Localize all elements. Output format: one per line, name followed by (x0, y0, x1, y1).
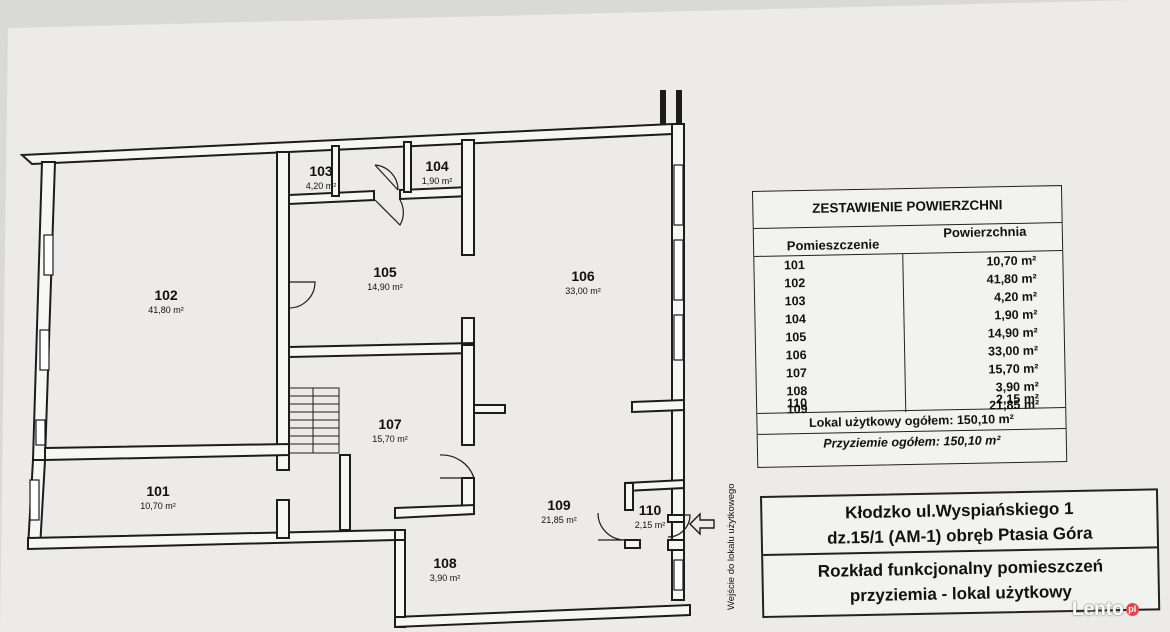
room-103-label: 103 4,20 m² (296, 163, 346, 191)
watermark-suffix: pl (1125, 603, 1139, 617)
room-number: 108 (433, 555, 457, 571)
table-title: ZESTAWIENIE POWIERZCHNI (753, 186, 1062, 229)
room-number: 104 (425, 158, 449, 174)
room-105-label: 105 14,90 m² (355, 264, 415, 292)
row-room: 110 (786, 395, 808, 411)
watermark-text: Lento (1072, 599, 1124, 620)
windows (29, 164, 684, 591)
row-room: 102 (784, 275, 806, 291)
entrance-label: Wejście do lokalu użytkowego (726, 483, 737, 610)
room-104-label: 104 1,90 m² (411, 158, 463, 186)
room-number: 107 (378, 416, 402, 432)
room-number: 102 (154, 287, 178, 303)
wall-stub (660, 90, 666, 124)
staircase (288, 387, 340, 454)
room-area: 10,70 m² (140, 501, 176, 511)
room-107-label: 107 15,70 m² (360, 416, 420, 444)
room-110-label: 110 2,15 m² (624, 502, 676, 530)
room-area: 41,80 m² (148, 305, 184, 315)
room-area: 1,90 m² (421, 176, 453, 186)
door-swings (288, 164, 691, 541)
row-room: 105 (785, 329, 807, 345)
walls (19, 122, 691, 629)
room-number: 110 (638, 502, 662, 518)
room-area: 2,15 m² (634, 520, 666, 530)
room-number: 101 (146, 483, 170, 499)
row-room: 103 (784, 293, 806, 309)
column-header-room: Pomieszczenie (786, 236, 880, 254)
entrance-arrow-icon (689, 512, 715, 536)
room-area: 21,85 m² (541, 515, 577, 525)
ground-floor-total: Przyziemie ogółem: 150,10 m² (757, 428, 1067, 455)
room-area: 3,90 m² (429, 573, 461, 583)
area-summary-table: ZESTAWIENIE POWIERZCHNI Pomieszczenie Po… (752, 185, 1068, 468)
room-area: 14,90 m² (367, 282, 403, 292)
row-room: 101 (783, 258, 805, 273)
row-room: 107 (785, 365, 808, 381)
room-101-label: 101 10,70 m² (130, 483, 186, 511)
row-room: 104 (784, 311, 807, 327)
row-room: 106 (785, 347, 807, 363)
wall-stub (676, 90, 682, 124)
room-108-label: 108 3,90 m² (418, 555, 472, 583)
room-number: 109 (547, 497, 571, 513)
title-block-address: Kłodzko ul.Wyspiańskiego 1 dz.15/1 (AM-1… (762, 490, 1158, 556)
column-header-area: Powierzchnia (943, 223, 1027, 241)
room-number: 103 (309, 163, 333, 179)
room-area: 33,00 m² (565, 286, 601, 296)
room-106-label: 106 33,00 m² (552, 268, 614, 296)
room-102-label: 102 41,80 m² (136, 287, 196, 315)
room-area: 15,70 m² (372, 434, 408, 444)
room-number: 105 (373, 264, 397, 280)
room-109-label: 109 21,85 m² (529, 497, 589, 525)
room-area: 4,20 m² (305, 181, 337, 191)
room-number: 106 (571, 268, 595, 284)
